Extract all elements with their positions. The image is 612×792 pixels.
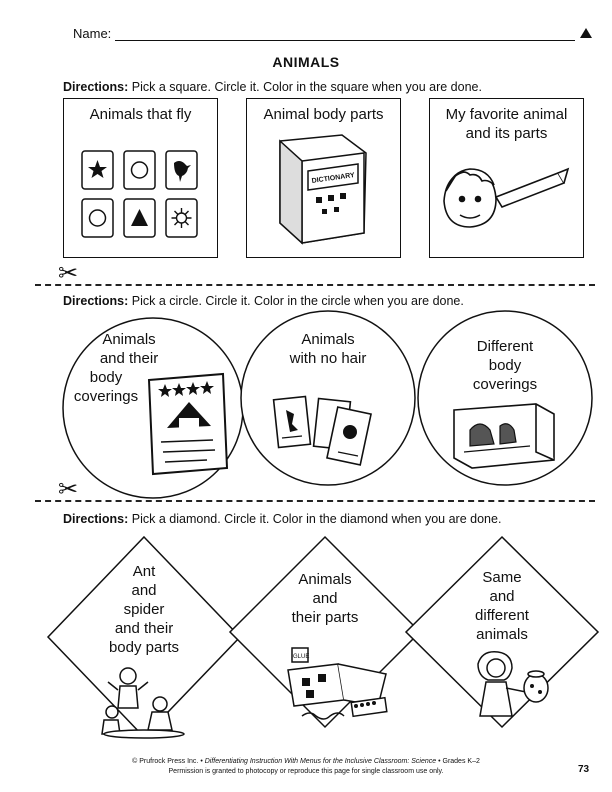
diamond-label: Animals and their parts bbox=[291, 571, 359, 626]
directions-diamonds: Directions: Pick a diamond. Circle it. C… bbox=[63, 512, 501, 526]
square-animals-that-fly[interactable]: Animals that fly bbox=[63, 98, 218, 258]
diorama-box-icon bbox=[453, 403, 555, 469]
directions-label: Directions: bbox=[63, 294, 129, 308]
square-label: Animals that fly bbox=[89, 106, 192, 123]
cut-line bbox=[35, 500, 595, 502]
page-title: ANIMALS bbox=[272, 54, 340, 70]
name-label: Name: bbox=[73, 26, 112, 41]
directions-label: Directions: bbox=[63, 512, 129, 526]
child-face-pencil-icon bbox=[443, 167, 570, 228]
circle-label: Animals with no hair bbox=[289, 331, 367, 367]
poster-icon bbox=[147, 372, 229, 476]
circle-label-cont: body coverings bbox=[73, 369, 139, 405]
directions-circles: Directions: Pick a circle. Circle it. Co… bbox=[63, 294, 464, 308]
square-label: My favorite animal and its parts bbox=[445, 106, 568, 142]
directions-text: Pick a diamond. Circle it. Color in the … bbox=[128, 512, 502, 526]
square-animal-body-parts[interactable]: Animal body parts DICTIONARY bbox=[246, 98, 401, 258]
circle-label: Different body coverings bbox=[472, 338, 538, 393]
triangle-icon bbox=[580, 28, 592, 38]
girl-with-jar-icon bbox=[477, 651, 549, 717]
shape-cards-icon bbox=[81, 150, 198, 238]
svg-text:GLUE: GLUE bbox=[293, 654, 309, 660]
scissors-icon: ✂ bbox=[58, 260, 79, 287]
playing-children-icon bbox=[101, 667, 185, 739]
square-label: Animal body parts bbox=[263, 106, 384, 123]
cut-line bbox=[35, 284, 595, 286]
directions-label: Directions: bbox=[63, 80, 129, 94]
square-favorite-animal[interactable]: My favorite animal and its parts bbox=[429, 98, 584, 258]
name-line bbox=[115, 40, 575, 41]
diamond-label: Same and different animals bbox=[475, 569, 529, 643]
page-number: 73 bbox=[578, 764, 590, 775]
dictionary-book-icon: DICTIONARY bbox=[279, 134, 367, 245]
circle-label: Animals and their bbox=[99, 331, 159, 367]
diamond-label: Ant and spider and their body parts bbox=[108, 563, 180, 656]
footer-credit: © Prufrock Press Inc. • Differentiating … bbox=[132, 758, 480, 765]
directions-text: Pick a circle. Circle it. Color in the c… bbox=[128, 294, 464, 308]
directions-text: Pick a square. Circle it. Color in the s… bbox=[128, 80, 482, 94]
trading-cards-icon bbox=[272, 395, 372, 466]
diamond-same-different[interactable] bbox=[404, 535, 600, 729]
scissors-icon: ✂ bbox=[58, 476, 79, 503]
footer-permission: Permission is granted to photocopy or re… bbox=[168, 768, 444, 775]
craft-supplies-icon: GLUE bbox=[287, 647, 388, 720]
directions-squares: Directions: Pick a square. Circle it. Co… bbox=[63, 80, 482, 94]
